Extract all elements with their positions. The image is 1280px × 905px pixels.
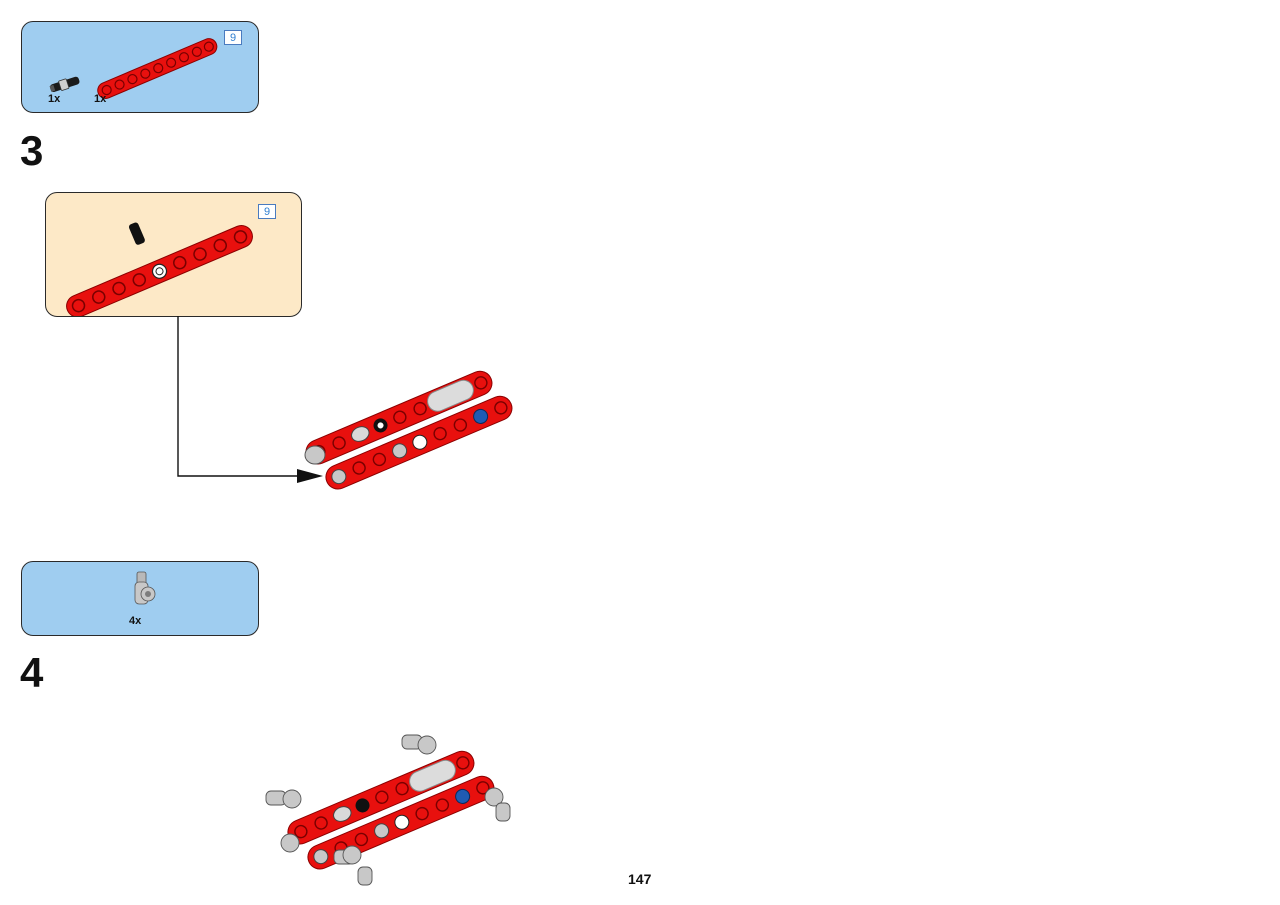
part-qty-pin: 1x	[48, 93, 61, 105]
length-reference-box: 9	[258, 204, 276, 219]
step2-parts-callout: 1x 1x 9	[21, 21, 259, 113]
part-qty-connector: 4x	[129, 615, 142, 627]
length-reference-box: 9	[224, 30, 242, 45]
axle-connector-icon	[134, 571, 156, 605]
subassembly-callout: 9	[45, 192, 302, 317]
red-beam-9-icon	[97, 38, 218, 99]
step-number: 4	[20, 649, 44, 696]
subassembly-beam-icon	[66, 222, 253, 316]
step4-parts-callout: 4x	[21, 561, 259, 636]
page-number: 147	[628, 871, 652, 887]
step3-assembly-illustration	[304, 370, 513, 490]
part-qty-beam: 1x	[94, 93, 107, 105]
friction-axle-pin-icon	[49, 76, 80, 93]
attach-arrow	[177, 316, 323, 483]
step4-assembly-illustration	[265, 734, 511, 886]
step-number: 3	[20, 127, 44, 174]
